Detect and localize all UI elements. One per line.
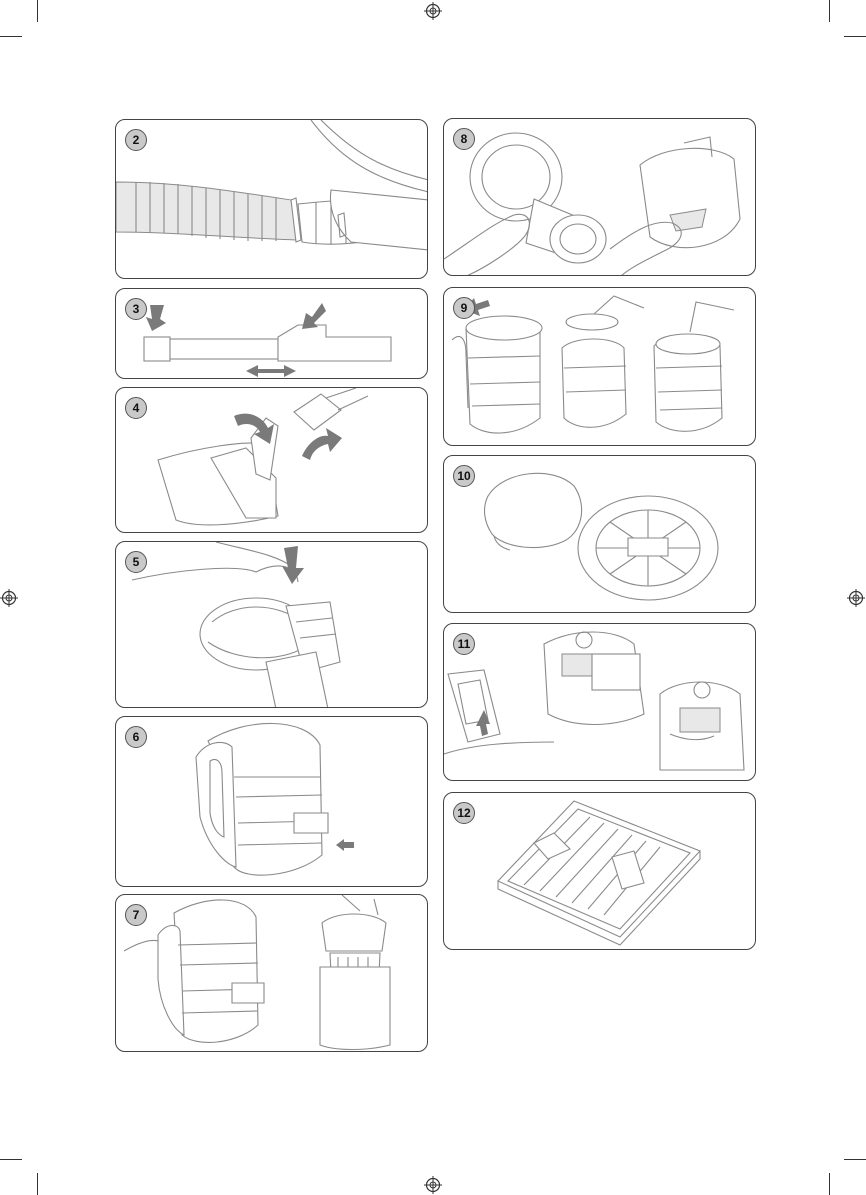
cyclone-filter-illustration — [444, 119, 756, 276]
arrow-icon — [336, 839, 354, 851]
bin-lid-illustration — [444, 288, 756, 446]
step-12-panel: 12 — [443, 792, 756, 950]
crop-mark — [829, 1173, 830, 1195]
dust-bin-illustration — [116, 717, 428, 887]
filter-pads-illustration — [444, 456, 756, 613]
step-number-badge: 9 — [453, 297, 475, 319]
step-number-badge: 11 — [453, 633, 475, 655]
crop-mark — [37, 0, 38, 22]
step-number-badge: 5 — [125, 551, 147, 573]
step-number-badge: 7 — [125, 904, 147, 926]
step-10-panel: 10 — [443, 455, 756, 613]
step-number-badge: 8 — [453, 128, 475, 150]
step-8-panel: 8 — [443, 118, 756, 276]
crop-mark — [37, 1173, 38, 1195]
arrow-icon — [302, 428, 342, 460]
arrow-icon — [282, 546, 304, 584]
step-11-panel: 11 — [443, 623, 756, 781]
floor-brush-illustration — [116, 388, 428, 533]
crop-mark — [844, 1159, 866, 1160]
crop-mark — [844, 36, 866, 37]
crop-mark — [0, 36, 22, 37]
step-2-panel: 2 — [115, 119, 428, 279]
step-7-panel: 7 — [115, 894, 428, 1052]
arrow-icon — [246, 365, 296, 377]
crop-mark — [829, 0, 830, 22]
crop-mark — [0, 1159, 22, 1160]
step-4-panel: 4 — [115, 387, 428, 533]
step-number-badge: 2 — [125, 129, 147, 151]
arrow-icon — [146, 305, 166, 331]
step-9-panel: 9 — [443, 287, 756, 446]
step-number-badge: 10 — [453, 465, 475, 487]
registration-mark-icon — [424, 2, 442, 20]
hepa-filter-illustration — [444, 793, 756, 950]
registration-mark-icon — [847, 589, 865, 607]
step-number-badge: 12 — [453, 802, 475, 824]
telescopic-tube-illustration — [116, 289, 428, 379]
step-5-panel: 5 — [115, 541, 428, 708]
step-number-badge: 3 — [125, 298, 147, 320]
step-3-panel: 3 — [115, 288, 428, 379]
step-number-badge: 4 — [125, 397, 147, 419]
empty-bin-illustration — [116, 895, 428, 1052]
registration-mark-icon — [424, 1176, 442, 1194]
step-6-panel: 6 — [115, 716, 428, 887]
registration-mark-icon — [0, 589, 18, 607]
step-number-badge: 6 — [125, 726, 147, 748]
hose-illustration — [116, 120, 428, 279]
vacuum-handle-illustration — [116, 542, 428, 708]
exhaust-filter-illustration — [444, 624, 756, 781]
